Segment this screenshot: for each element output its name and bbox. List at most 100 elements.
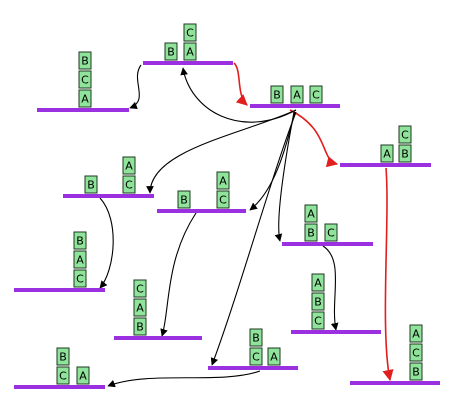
block-label-B: B (87, 179, 95, 192)
state-node-s6: BAC (282, 204, 373, 246)
block-C (311, 311, 325, 330)
block-C (398, 125, 412, 144)
block-B (164, 42, 178, 61)
block-B (409, 362, 423, 381)
block-C (249, 347, 263, 366)
block-B (73, 231, 87, 250)
block-label-A: A (81, 93, 89, 106)
state-node-s10: CBA (291, 273, 381, 334)
block-C (122, 175, 136, 194)
transition-arrow (322, 245, 339, 331)
block-label-B: B (273, 89, 281, 102)
block-label-A: A (219, 175, 227, 188)
block-A (73, 250, 87, 269)
block-B (398, 144, 412, 163)
state-node-s4: CA B (63, 156, 154, 198)
block-label-B: B (314, 296, 322, 309)
block-C (309, 85, 323, 104)
block-label-B: B (307, 227, 315, 240)
block-B (84, 175, 98, 194)
block-A (267, 347, 281, 366)
block-label-C: C (219, 194, 227, 207)
state-node-s8: CAB (14, 231, 105, 292)
block-C (216, 190, 230, 209)
block-C (78, 70, 92, 89)
state-node-s5: B CA (157, 171, 246, 213)
block-label-A: A (136, 302, 144, 315)
block-label-C: C (125, 179, 133, 192)
state-node-s1: ACB (37, 51, 129, 112)
block-label-A: A (186, 46, 194, 59)
block-A (290, 85, 304, 104)
block-label-A: A (307, 208, 315, 221)
block-label-A: A (76, 254, 84, 267)
block-label-A: A (293, 89, 301, 102)
block-label-A: A (270, 351, 278, 364)
block-B (311, 292, 325, 311)
state-node-s12: BCA (350, 324, 440, 385)
block-label-B: B (136, 321, 144, 334)
block-label-A: A (412, 328, 420, 341)
block-label-B: B (76, 235, 84, 248)
transition-arrow (160, 212, 197, 337)
highlighted-transition-arrow (233, 62, 248, 106)
block-C (133, 279, 147, 298)
highlighted-transition-arrow (382, 167, 394, 382)
block-B (270, 85, 284, 104)
transition-arrow (129, 64, 142, 109)
transition-arrow (249, 111, 296, 211)
transition-arrows (99, 62, 394, 388)
block-label-A: A (383, 148, 391, 161)
transition-arrow (107, 370, 261, 388)
block-label-B: B (412, 366, 420, 379)
block-A (311, 273, 325, 292)
block-label-C: C (186, 27, 194, 40)
block-A (304, 204, 318, 223)
transition-arrow (146, 109, 297, 194)
block-B (304, 223, 318, 242)
block-label-C: C (252, 351, 260, 364)
transition-arrow (99, 197, 114, 289)
block-label-C: C (314, 315, 322, 328)
block-label-C: C (136, 283, 144, 296)
block-A (216, 171, 230, 190)
block-label-A: A (125, 160, 133, 173)
block-B (177, 190, 191, 209)
state-node-s9: BAC (114, 279, 202, 340)
block-B (78, 51, 92, 70)
block-label-B: B (401, 148, 409, 161)
block-A (380, 144, 394, 163)
state-node-s13: CBA (14, 347, 105, 389)
block-C (73, 269, 87, 288)
block-A (78, 89, 92, 108)
block-label-C: C (412, 347, 420, 360)
block-B (56, 347, 70, 366)
block-C (409, 343, 423, 362)
block-A (76, 366, 90, 385)
block-label-B: B (167, 46, 175, 59)
block-label-A: A (79, 370, 87, 383)
block-label-A: A (314, 277, 322, 290)
state-node-s7: BCA (340, 125, 431, 167)
block-C (324, 223, 338, 242)
block-label-C: C (401, 129, 409, 142)
block-label-C: C (76, 273, 84, 286)
block-B (249, 328, 263, 347)
block-C (56, 366, 70, 385)
block-A (133, 298, 147, 317)
state-node-s11: ACB (208, 328, 298, 370)
block-A (183, 42, 197, 61)
block-A (409, 324, 423, 343)
block-label-C: C (327, 227, 335, 240)
block-label-B: B (252, 332, 260, 345)
block-label-B: B (81, 55, 89, 68)
block-label-B: B (180, 194, 188, 207)
transition-arrow (274, 111, 295, 242)
block-label-C: C (81, 74, 89, 87)
block-C (183, 23, 197, 42)
block-label-C: C (312, 89, 320, 102)
